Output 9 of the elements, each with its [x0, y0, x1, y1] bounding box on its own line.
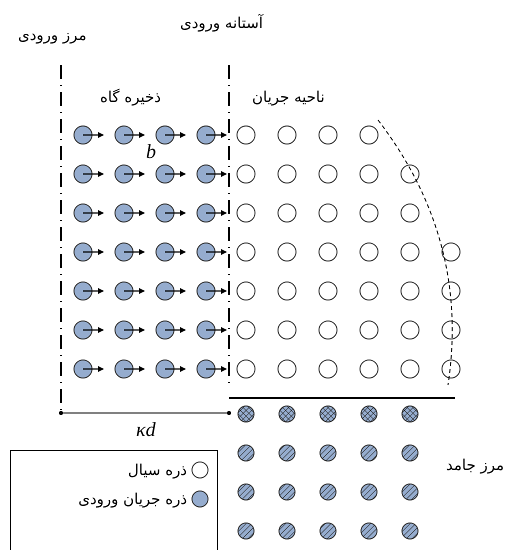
region-label: آستانه ورودی [180, 13, 263, 34]
region-label: ناحیه جریان [252, 87, 325, 108]
legend-text: ذره سیال [128, 460, 187, 481]
region-label: مرز ورودی [18, 25, 86, 46]
region-label: ذخیره گاه [100, 87, 161, 108]
math-symbol: b [146, 142, 156, 162]
region-label: مرز جامد [446, 455, 504, 476]
math-symbol: κd [136, 420, 156, 440]
legend-text: ذره جریان ورودی [78, 488, 187, 510]
